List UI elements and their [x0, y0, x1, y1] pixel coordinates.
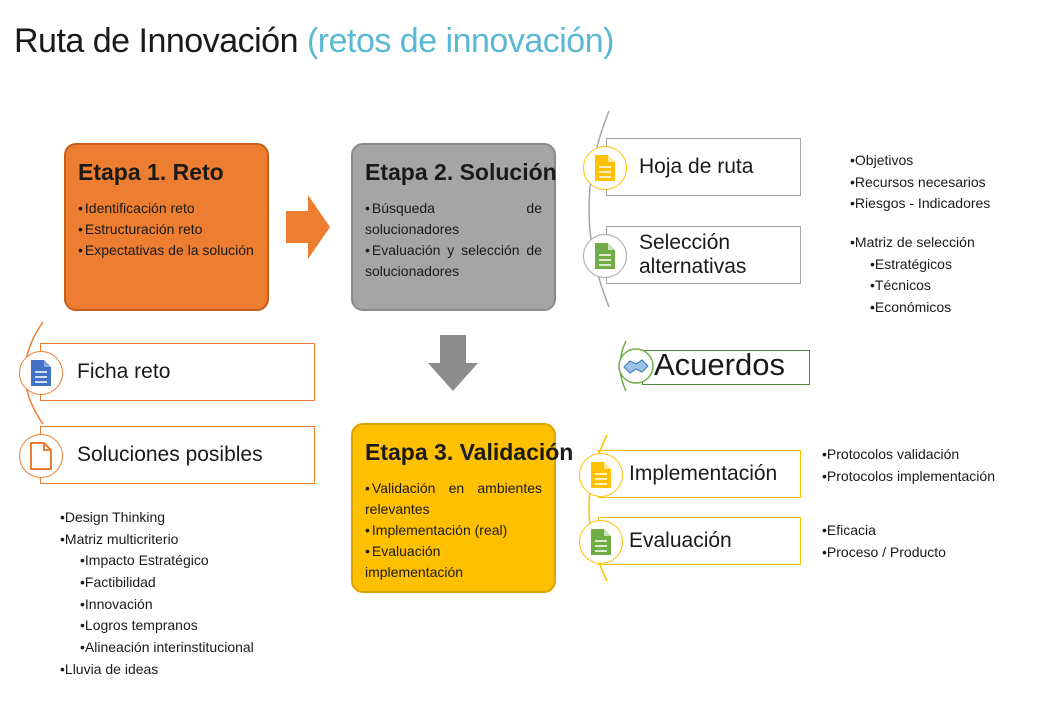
list-item: Técnicos [850, 275, 975, 297]
list-implementacion: Protocolos validación Protocolos impleme… [822, 444, 995, 487]
handshake-icon [618, 340, 654, 392]
pill-label: Selección alternativas [639, 230, 747, 278]
pill-label: Evaluación [629, 528, 732, 552]
list-item: Económicos [850, 297, 975, 319]
stage-2-heading: Etapa 2. Solución [365, 159, 557, 185]
pill-label: Implementación [629, 461, 778, 485]
pill-hoja-de-ruta: Hoja de ruta [583, 110, 801, 308]
list-item: Lluvia de ideas [60, 659, 254, 681]
list-item: Búsqueda de solucionadores [365, 198, 542, 240]
list-hoja-de-ruta: Objetivos Recursos necesarios Riesgos - … [850, 150, 990, 215]
list-item: Impacto Estratégico [60, 550, 254, 572]
list-item: Proceso / Producto [822, 542, 946, 564]
list-item: Eficacia [822, 520, 946, 542]
pill-seleccion-alternativas: Selección alternativas [583, 226, 801, 284]
list-item: Estructuración reto [78, 219, 255, 240]
list-item: Validación en ambientes relevantes [365, 478, 542, 520]
stage-3-heading: Etapa 3. Validación [365, 439, 574, 465]
stage-1-list: Identificación reto Estructuración reto … [78, 198, 255, 261]
list-item: Recursos necesarios [850, 172, 990, 194]
page-title: Ruta de Innovación (retos de innovación) [14, 22, 614, 61]
document-icon [19, 434, 63, 478]
list-item: Objetivos [850, 150, 990, 172]
title-main: Ruta de Innovación [14, 22, 298, 60]
pill-soluciones-posibles: Soluciones posibles [19, 426, 315, 484]
list-item: Riesgos - Indicadores [850, 193, 990, 215]
list-item: Alineación interinstitucional [60, 637, 254, 659]
list-item: Implementación (real) [365, 520, 542, 541]
list-item: Expectativas de la solución [78, 240, 255, 261]
list-evaluacion: Eficacia Proceso / Producto [822, 520, 946, 563]
list-item: Protocolos validación [822, 444, 995, 466]
list-seleccion: Matriz de selección Estratégicos Técnico… [850, 232, 975, 319]
arrow-right-icon [286, 195, 330, 259]
stage-1-reto: Etapa 1. Reto Identificación reto Estruc… [64, 143, 269, 311]
list-item: Factibilidad [60, 572, 254, 594]
list-item: Identificación reto [78, 198, 255, 219]
pill-evaluacion: Evaluación [579, 517, 801, 565]
list-item: Matriz multicriterio [60, 529, 254, 551]
list-soluciones-posibles: Design Thinking Matriz multicriterio Imp… [60, 507, 254, 681]
pill-ficha-reto: Ficha reto [19, 321, 315, 425]
stage-1-heading: Etapa 1. Reto [78, 159, 224, 185]
title-accent: (retos de innovación) [306, 22, 615, 60]
list-item: Innovación [60, 594, 254, 616]
list-item: Estratégicos [850, 254, 975, 276]
pill-label: Soluciones posibles [77, 442, 263, 466]
stage-3-validacion: Etapa 3. Validación Validación en ambien… [351, 423, 574, 593]
acuerdos-callout: Acuerdos [612, 340, 810, 392]
document-icon [583, 234, 627, 278]
stage-2-solucion: Etapa 2. Solución Búsqueda de solucionad… [351, 143, 557, 311]
document-icon [579, 520, 623, 564]
list-item: Matriz de selección [850, 232, 975, 254]
document-icon [583, 146, 627, 190]
stage-2-list: Búsqueda de solucionadores Evaluación y … [365, 198, 542, 282]
stage-3-list: Validación en ambientes relevantes Imple… [365, 478, 542, 583]
arrow-down-icon [428, 335, 478, 391]
document-icon [19, 351, 63, 395]
list-item: Evaluación implementación [365, 541, 542, 583]
list-item: Protocolos implementación [822, 466, 995, 488]
list-item: Design Thinking [60, 507, 254, 529]
acuerdos-label: Acuerdos [654, 347, 785, 382]
arc-decoration [588, 110, 610, 308]
list-item: Evaluación y selección de solucionadores [365, 240, 542, 282]
document-icon [579, 453, 623, 497]
list-item: Logros tempranos [60, 615, 254, 637]
pill-label: Hoja de ruta [639, 154, 754, 178]
pill-implementacion: Implementación [579, 434, 801, 582]
pill-label: Ficha reto [77, 359, 171, 383]
